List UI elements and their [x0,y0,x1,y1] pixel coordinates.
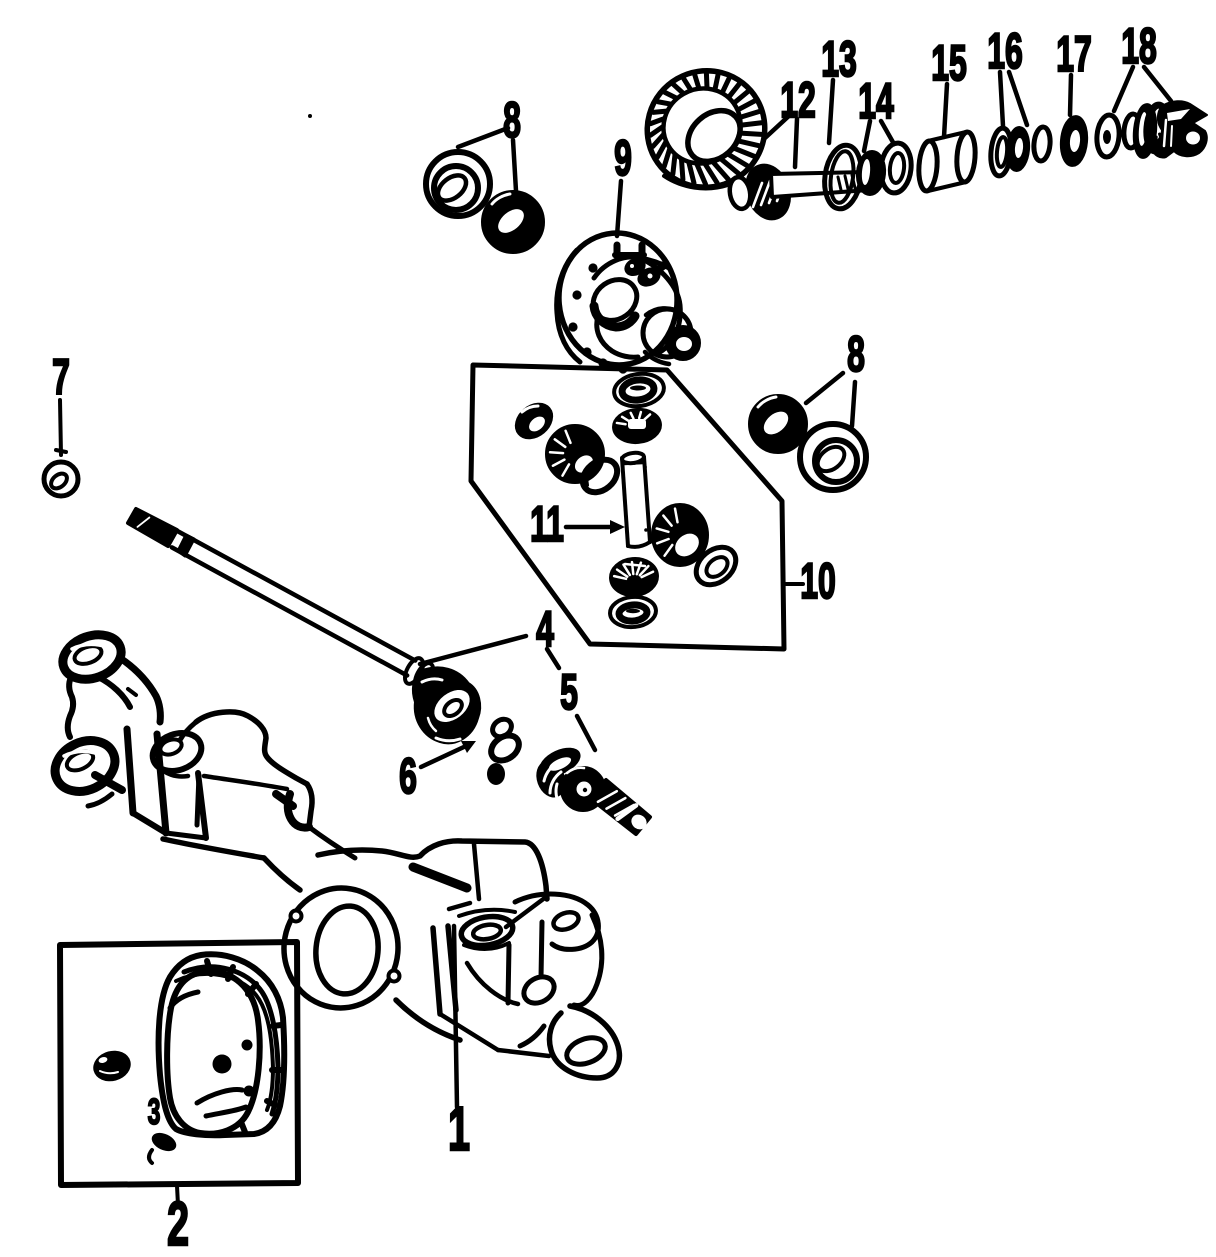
svg-text:2: 2 [167,1190,189,1252]
svg-text:13: 13 [821,31,857,87]
svg-text:3: 3 [148,1093,161,1132]
svg-text:6: 6 [399,748,417,804]
svg-text:5: 5 [560,664,578,720]
svg-text:9: 9 [614,130,632,186]
svg-text:10: 10 [800,553,836,609]
svg-text:17: 17 [1056,26,1092,82]
svg-text:14: 14 [858,73,894,129]
svg-text:8: 8 [847,326,865,382]
svg-text:16: 16 [987,23,1023,79]
svg-text:7: 7 [52,349,70,405]
svg-text:4: 4 [536,601,554,657]
svg-text:1: 1 [448,1095,470,1164]
svg-text:15: 15 [931,35,967,91]
svg-text:12: 12 [780,72,816,128]
svg-text:8: 8 [503,92,521,148]
svg-text:18: 18 [1121,18,1157,74]
svg-text:11: 11 [530,496,564,552]
